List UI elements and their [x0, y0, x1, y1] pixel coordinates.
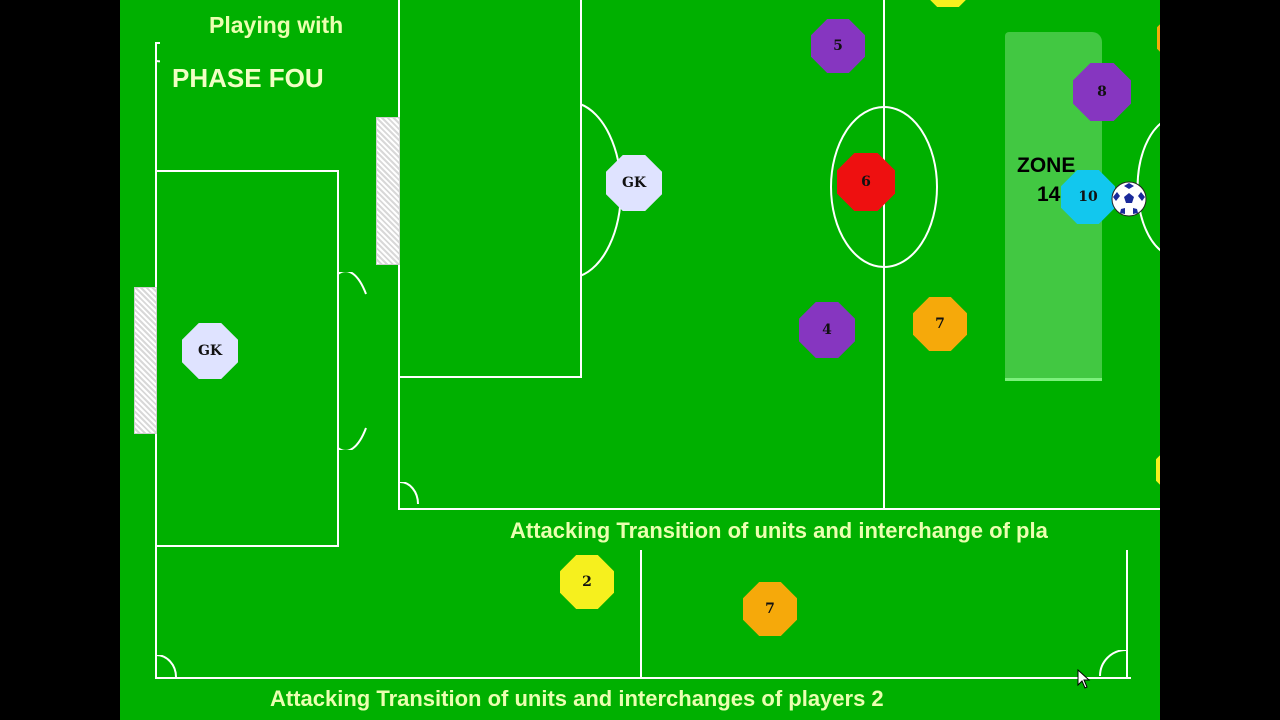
left-penalty-box — [156, 170, 339, 547]
mouse-pointer-icon — [1077, 669, 1091, 689]
player-6: 6 — [837, 153, 895, 211]
zoom-goal — [376, 117, 400, 265]
player-label: GK — [621, 175, 647, 191]
player-label: 5 — [833, 38, 843, 54]
phase-title: PHASE FOU — [172, 63, 324, 93]
left-penalty-arc — [338, 272, 367, 450]
zoom-center-circle — [830, 106, 938, 268]
player-gk-top: GK — [606, 155, 662, 211]
player-offscreen-right-bottom — [1156, 443, 1160, 497]
title-panel: Playing with PHASE FOU — [160, 0, 363, 100]
zoom-halfway-line — [883, 0, 885, 508]
zone-label-line2: 14 — [1037, 183, 1061, 206]
zoom-pitch: ZONE 14 — [398, 0, 1160, 510]
player-7-bottom: 7 — [743, 582, 797, 636]
bottom-right-line — [1126, 550, 1128, 678]
left-corner-arc-bottom — [156, 655, 177, 678]
player-gk-left: GK — [182, 323, 238, 379]
player-label: 8 — [1097, 84, 1107, 100]
player-4: 4 — [799, 302, 855, 358]
player-label: 10 — [1078, 189, 1098, 205]
zone-label-line1: ZONE — [1017, 154, 1076, 177]
player-8: 8 — [1073, 63, 1131, 121]
player-7-mid: 7 — [913, 297, 967, 351]
zoom-corner-arc — [400, 482, 419, 505]
player-label: 6 — [861, 174, 871, 190]
player-label: 7 — [935, 316, 945, 332]
player-offscreen-top — [921, 0, 975, 7]
player-offscreen-right-top — [1157, 11, 1160, 65]
player-10: 10 — [1061, 170, 1115, 224]
left-goal — [134, 287, 157, 434]
caption-bottom: Attacking Transition of units and interc… — [270, 686, 884, 711]
player-2: 2 — [560, 555, 614, 609]
soccer-ball-icon — [1111, 181, 1147, 217]
bottom-right-corner-arc — [1099, 650, 1127, 677]
bottom-box-line — [640, 550, 642, 678]
playing-with-text: Playing with — [209, 12, 344, 38]
player-label: 2 — [582, 574, 592, 590]
pitch-canvas: Playing with PHASE FOU ZONE 14 GK GK 5 8… — [120, 0, 1160, 720]
player-5: 5 — [811, 19, 865, 73]
player-label: 4 — [822, 322, 832, 338]
caption-top: Attacking Transition of units and interc… — [510, 518, 1048, 543]
player-label: GK — [197, 343, 223, 359]
zoom-penalty-box — [398, 0, 582, 378]
player-label: 7 — [765, 601, 775, 617]
